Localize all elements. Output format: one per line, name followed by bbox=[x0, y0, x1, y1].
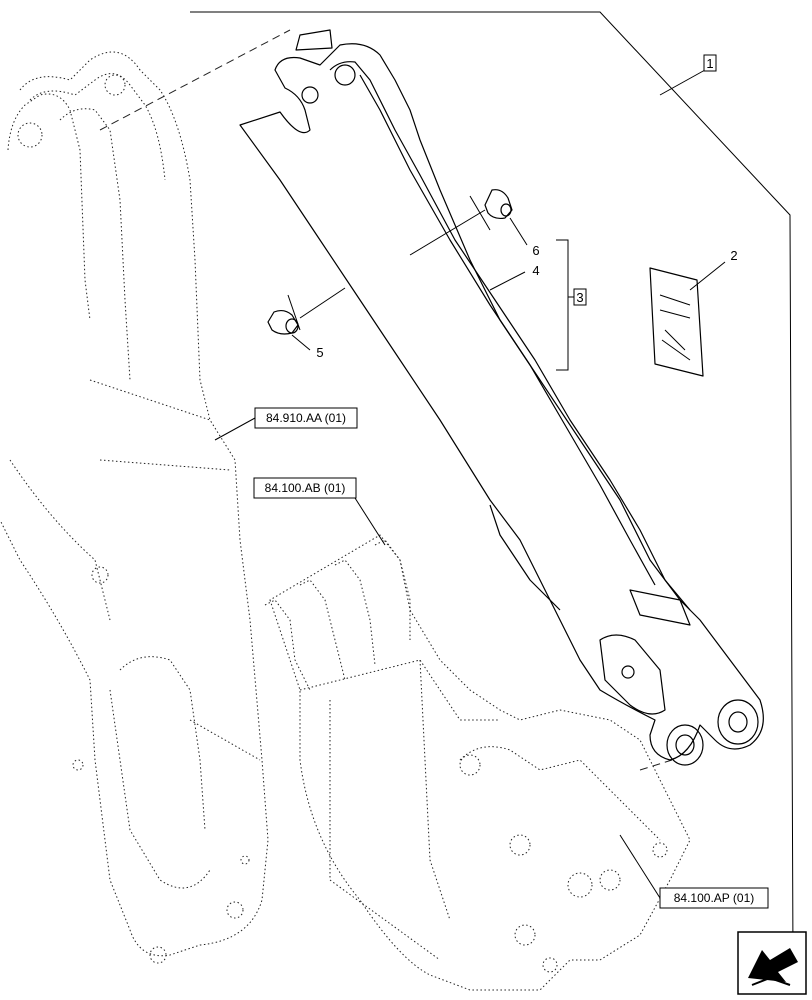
dotted-bucket bbox=[264, 534, 691, 991]
alignment-line bbox=[99, 29, 673, 771]
ref-arm-callout[interactable]: 84.910.AA (01) bbox=[214, 407, 358, 441]
navigation-arrow-icon[interactable] bbox=[737, 931, 807, 995]
callout-5-number: 5 bbox=[316, 345, 323, 360]
callout-5[interactable]: 5 bbox=[291, 334, 324, 360]
decal-2 bbox=[649, 267, 704, 377]
callout-3[interactable]: 3 bbox=[556, 239, 587, 371]
callout-6-number: 6 bbox=[532, 243, 539, 258]
callout-1[interactable]: 1 bbox=[659, 54, 717, 96]
callout-2-number: 2 bbox=[730, 248, 737, 263]
callout-4[interactable]: 4 bbox=[489, 263, 540, 291]
grease-fitting-5 bbox=[267, 287, 346, 335]
grease-fitting-6 bbox=[409, 189, 513, 256]
callout-3-number: 3 bbox=[576, 290, 583, 305]
ref-arm-label: 84.910.AA (01) bbox=[266, 411, 346, 425]
ref-bucket-label: 84.100.AB (01) bbox=[265, 481, 346, 495]
assembly-bracket-1 bbox=[190, 11, 794, 961]
callout-1-number: 1 bbox=[706, 56, 713, 71]
ref-linkage-callout[interactable]: 84.100.AP (01) bbox=[619, 834, 769, 909]
callout-4-number: 4 bbox=[532, 263, 539, 278]
main-arm bbox=[239, 29, 764, 766]
ref-bucket-callout[interactable]: 84.100.AB (01) bbox=[253, 477, 386, 546]
dotted-arm bbox=[0, 51, 269, 964]
callout-2[interactable]: 2 bbox=[689, 248, 738, 291]
ref-linkage-label: 84.100.AP (01) bbox=[674, 891, 755, 905]
callout-6[interactable]: 6 bbox=[509, 217, 540, 258]
